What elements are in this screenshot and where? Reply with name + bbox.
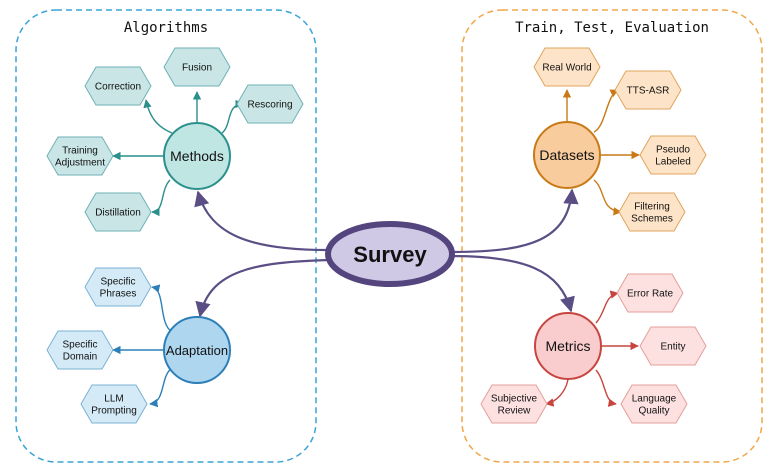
leaf-label-error-rate: Error Rate (627, 289, 674, 300)
hub-edges (194, 188, 579, 318)
survey-hub-node: Survey (325, 221, 455, 287)
methods-label: Methods (170, 148, 224, 164)
algorithms-panel (15, 9, 317, 463)
edge-methods-correction (143, 99, 173, 134)
datasets-node: Datasets (533, 121, 601, 189)
leaf-hexagon (163, 47, 231, 87)
edge-adaptation-llm-prompting (149, 367, 173, 408)
methods-edges (112, 91, 244, 217)
datasets-label: Datasets (539, 147, 594, 163)
leaf-rescoring: Rescoring (236, 84, 304, 124)
leaf-hexagon (639, 326, 707, 366)
leaf-hexagon (618, 192, 686, 232)
leaf-hexagon (84, 66, 152, 106)
leaf-hexagon (236, 84, 304, 124)
leaf-hexagon (84, 267, 152, 307)
adaptation-edges (112, 284, 173, 408)
algorithms-panel-title: Algorithms (124, 20, 208, 36)
metrics-node: Metrics (534, 312, 602, 380)
leaf-label-fusion: Fusion (182, 63, 212, 74)
leaf-label-real-world: Real World (542, 63, 591, 74)
leaf-label-training-adjustment-line1: Training (62, 146, 98, 157)
leaf-hexagon (80, 384, 148, 424)
leaf-label-entity: Entity (660, 342, 685, 353)
leaf-fusion: Fusion (163, 47, 231, 87)
adaptation-node: Adaptation (163, 316, 231, 384)
leaf-real-world: Real World (533, 47, 601, 87)
train-test-evaluation-panel (461, 9, 763, 463)
leaf-label-llm-prompting-line2: Prompting (91, 406, 137, 417)
edge-adaptation-specific-phrases (151, 284, 173, 333)
leaf-label-rescoring: Rescoring (247, 100, 292, 111)
adaptation-label: Adaptation (166, 343, 228, 358)
leaf-label-specific-domain-line1: Specific (62, 340, 97, 351)
leaf-label-correction: Correction (95, 82, 141, 93)
leaf-label-subjective-review-line2: Review (498, 406, 532, 417)
leaf-nodes: FusionCorrectionRescoringTrainingAdjustm… (46, 47, 707, 424)
leaf-label-specific-phrases-line1: Specific (100, 277, 135, 288)
methods-node: Methods (163, 122, 231, 190)
train-test-evaluation-panel-title: Train, Test, Evaluation (515, 20, 709, 36)
leaf-distillation: Distillation (84, 192, 152, 232)
leaf-error-rate: Error Rate (616, 273, 684, 313)
leaf-label-tts-asr: TTS-ASR (627, 86, 670, 97)
leaf-label-specific-domain-line2: Domain (63, 352, 97, 363)
leaf-entity: Entity (639, 326, 707, 366)
edge-metrics-error-rate (595, 290, 619, 324)
datasets-edges (562, 89, 640, 216)
leaf-correction: Correction (84, 66, 152, 106)
leaf-label-language-quality-line2: Quality (638, 406, 669, 417)
leaf-label-training-adjustment-line2: Adjustment (55, 158, 105, 169)
edge-metrics-subjective-review (545, 378, 569, 407)
leaf-hexagon (480, 384, 548, 424)
leaf-label-pseudo-labeled-line1: Pseudo (656, 145, 690, 156)
metrics-label: Metrics (545, 338, 590, 354)
edge-survey-datasets (451, 188, 579, 254)
leaf-hexagon (533, 47, 601, 87)
leaf-hexagon (46, 330, 114, 370)
leaf-hexagon (84, 192, 152, 232)
leaf-label-subjective-review-line1: Subjective (491, 394, 538, 405)
edge-methods-distillation (151, 179, 171, 217)
leaf-label-specific-phrases-line2: Phrases (100, 289, 137, 300)
edge-survey-metrics (449, 254, 575, 313)
leaf-label-pseudo-labeled-line2: Labeled (655, 157, 691, 168)
leaf-hexagon (616, 273, 684, 313)
leaf-label-distillation: Distillation (95, 208, 141, 219)
leaf-hexagon (46, 136, 114, 176)
edge-survey-adaptation (195, 258, 331, 318)
survey-hub-label: Survey (353, 242, 427, 267)
leaf-label-language-quality-line1: Language (632, 394, 677, 405)
leaf-hexagon (614, 70, 682, 110)
leaf-tts-asr: TTS-ASR (614, 70, 682, 110)
metrics-edges (545, 290, 639, 407)
leaf-hexagon (639, 135, 707, 175)
leaf-label-llm-prompting-line1: LLM (104, 394, 123, 405)
leaf-label-filtering-schemes-line1: Filtering (634, 202, 670, 213)
edge-metrics-language-quality (595, 369, 617, 407)
edge-survey-methods (194, 190, 329, 252)
edge-datasets-filtering-schemes (593, 179, 622, 216)
edge-datasets-tts-asr (593, 89, 619, 133)
leaf-hexagon (620, 384, 688, 424)
leaf-label-filtering-schemes-line2: Schemes (631, 214, 673, 225)
